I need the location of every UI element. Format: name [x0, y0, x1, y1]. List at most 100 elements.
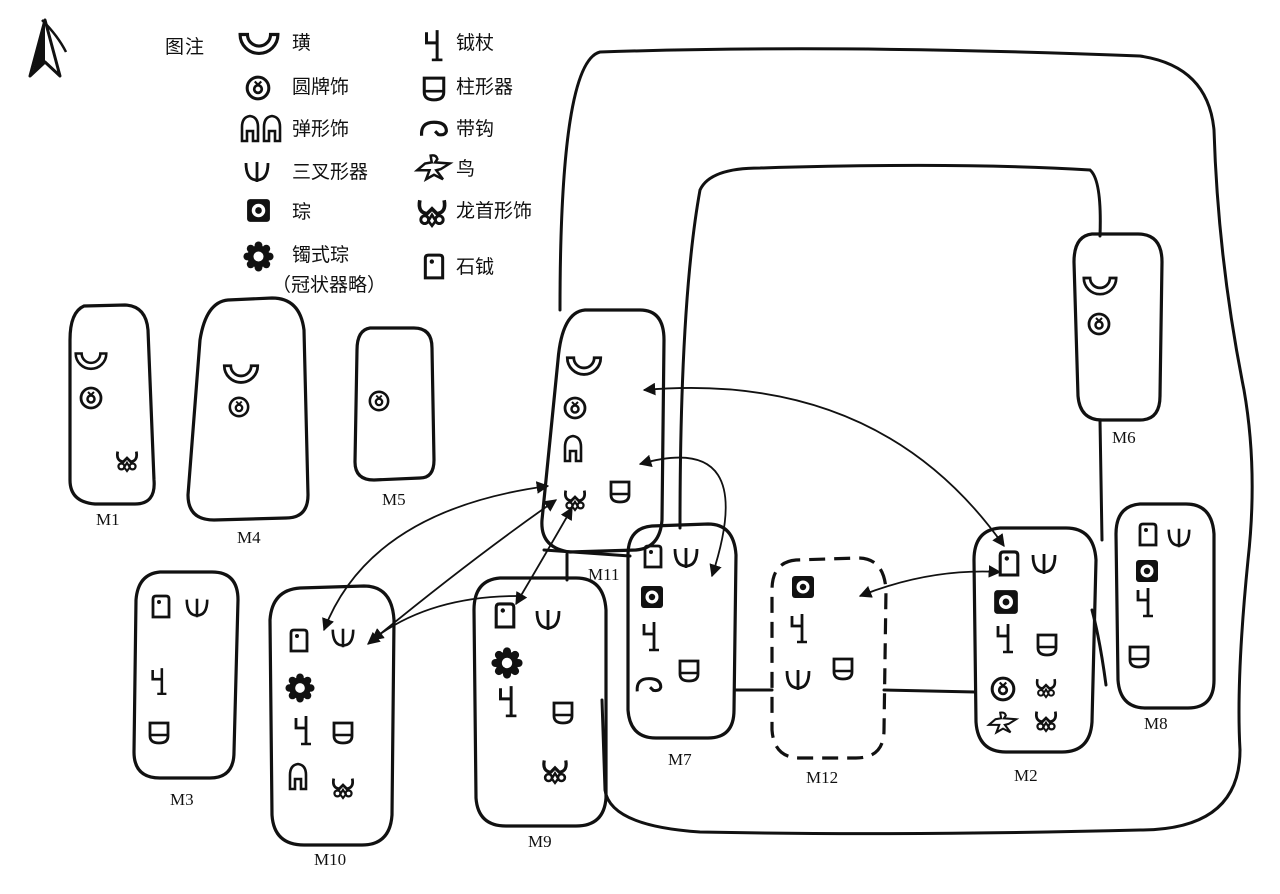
legend-label-cong: 琮 [292, 201, 312, 223]
legend-label-dragon-head: 龙首形饰 [456, 200, 533, 222]
belt-hook-icon [419, 120, 448, 138]
bracelet-cong-icon [243, 241, 274, 272]
grave-outline-m9 [472, 576, 608, 828]
column-object-icon [609, 480, 631, 504]
belt-hook-icon [635, 676, 663, 694]
grave-outline-m1 [68, 303, 156, 506]
legend-label-bullet-ornament: 弹形饰 [292, 118, 350, 140]
cong-icon [641, 586, 663, 608]
grave-label-m10: M10 [314, 850, 347, 869]
stone-yue-icon [289, 628, 309, 653]
column-object-icon [148, 721, 170, 745]
stone-yue-icon [423, 253, 445, 280]
yue-staff-icon [294, 714, 313, 746]
legend-label-belt-hook: 带钩 [456, 118, 495, 140]
trident-icon [185, 597, 209, 619]
dragon-head-icon [1035, 677, 1057, 699]
grave-label-m5: M5 [382, 490, 406, 509]
yue-staff-icon [996, 622, 1015, 654]
yue-staff-icon [424, 28, 444, 62]
grave-label-m1: M1 [96, 510, 120, 529]
dragon-head-icon [331, 777, 355, 800]
legend-label-column-object: 柱形器 [456, 76, 514, 98]
dragon-head-icon [115, 450, 139, 473]
bird-icon [415, 154, 452, 181]
relation-arrows [322, 382, 1005, 645]
yue-staff-icon [790, 612, 809, 644]
dragon-head-icon [542, 758, 568, 785]
round-plaque-icon [368, 390, 390, 412]
grave-label-m4: M4 [237, 528, 261, 547]
grave-label-m9: M9 [528, 832, 552, 851]
round-plaque-icon [245, 75, 271, 101]
legend-label-huang: 璜 [292, 32, 312, 54]
yue-staff-icon [151, 666, 168, 696]
column-object-icon [678, 659, 700, 683]
trident-icon [535, 608, 561, 632]
cong-icon [247, 199, 270, 222]
round-plaque-icon [563, 396, 587, 420]
grave-outline-m12 [770, 556, 888, 760]
huang-icon [74, 352, 108, 371]
column-object-icon [832, 657, 854, 681]
round-plaque-icon [990, 676, 1016, 702]
yue-staff-icon [498, 684, 518, 718]
yue-staff-icon [642, 620, 661, 652]
column-object-icon [1036, 633, 1058, 657]
legend-note-crown-omitted: （冠状器略） [272, 274, 387, 296]
grave-outline-m3 [132, 570, 240, 780]
bullet-ornament-icon [288, 762, 308, 791]
grave-label-m12: M12 [806, 768, 839, 787]
round-plaque-icon [1087, 312, 1111, 336]
bracelet-cong-icon [285, 673, 315, 703]
legend-title: 图注 [165, 36, 206, 58]
stone-yue-icon [151, 594, 171, 619]
grave-label-m8: M8 [1144, 714, 1168, 733]
huang-icon [565, 356, 603, 376]
grave-outline-m6 [1072, 232, 1164, 422]
huang-icon [238, 32, 280, 56]
trident-icon [244, 160, 270, 184]
cong-icon [994, 590, 1018, 614]
enclosure-lines [542, 47, 1254, 836]
grave-outline-m2 [972, 526, 1098, 754]
legend-icons [238, 28, 452, 280]
grave-label-m6: M6 [1112, 428, 1136, 447]
bird-icon [987, 711, 1018, 734]
bullet-ornament-icon [240, 114, 282, 143]
grave-label-m11: M11 [588, 565, 620, 584]
bullet-ornament-icon [563, 434, 583, 463]
dragon-head-icon [417, 198, 447, 228]
grave-outline-m4 [186, 296, 310, 522]
arrow-m9-m10 [371, 595, 523, 641]
arrow-m11-m2 [642, 382, 1005, 548]
column-object-icon [552, 701, 574, 725]
column-object-icon [332, 721, 354, 745]
legend-label-bird: 鸟 [456, 158, 476, 180]
arrow-m11-m9 [515, 506, 573, 606]
legend-label-trident: 三叉形器 [292, 161, 369, 183]
legend-label-yue-staff: 钺杖 [456, 32, 495, 54]
grave-label-m7: M7 [668, 750, 692, 769]
trident-icon [785, 668, 811, 692]
legend-label-round-plaque: 圆牌饰 [292, 76, 350, 98]
trident-icon [331, 627, 355, 649]
trident-icon [1031, 552, 1057, 576]
grave-outline-m5 [353, 326, 436, 482]
dragon-head-icon [563, 489, 587, 512]
round-plaque-icon [228, 396, 250, 418]
grave-label-m3: M3 [170, 790, 194, 809]
column-object-icon [422, 76, 446, 102]
grave-outline-m10 [268, 584, 396, 847]
grave-outlines [68, 232, 1216, 847]
stone-yue-icon [643, 544, 663, 569]
column-object-icon [1128, 645, 1150, 669]
yue-staff-icon [1136, 586, 1155, 618]
grave-outline-m11 [540, 308, 666, 554]
arrow-m12-m2 [858, 565, 1002, 598]
stone-yue-icon [1138, 522, 1158, 547]
north-arrow-icon [28, 18, 68, 78]
huang-icon [222, 364, 260, 384]
trident-icon [1167, 527, 1191, 549]
